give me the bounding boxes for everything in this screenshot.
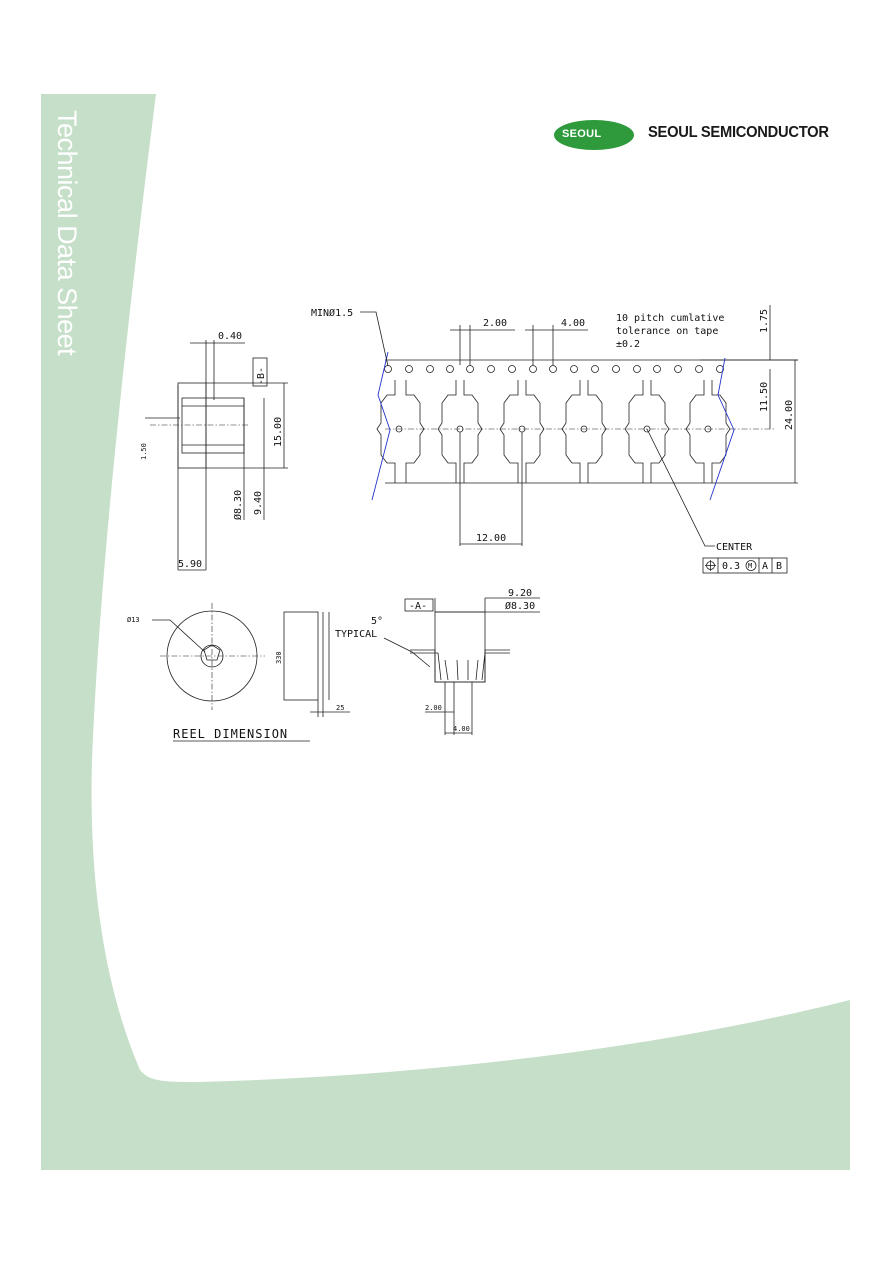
mmc-symbol: M [748, 562, 752, 570]
tolerance-value: 0.3 [722, 561, 740, 572]
company-name: SEOUL SEMICONDUCTOR [648, 124, 829, 141]
edge-offset-label: 1.75 [759, 309, 770, 333]
pocket-400-label: 4.00 [453, 725, 470, 733]
reel-view: Ø13 330 25 REEL DIMENSION [127, 603, 350, 742]
pocket-section-view: 9.20 Ø8.30 -A- 5° TYPICAL 2.00 4.00 [335, 588, 540, 735]
reel-width-label: 25 [336, 704, 344, 712]
logo-oval-icon [554, 120, 634, 150]
pocket-pitch-label: 12.00 [476, 533, 506, 544]
side-diam-label: Ø8.30 [232, 490, 244, 520]
tape-pockets [376, 380, 731, 483]
pocket-920-label: 9.20 [508, 588, 532, 599]
tape-note-line1: 10 pitch cumlative [616, 313, 724, 324]
side-height-label: 15.00 [273, 417, 284, 447]
tolerance-ref-a: A [762, 561, 768, 572]
reel-caption: REEL DIMENSION [173, 727, 288, 741]
side-150-label: 1.50 [140, 443, 148, 460]
sprocket-holes [384, 365, 724, 373]
reel-dia-label: 330 [275, 651, 283, 664]
tolerance-ref-b: B [776, 561, 782, 572]
company-logo: SEOUL [554, 120, 634, 150]
green-panel-shape [41, 94, 850, 1170]
center-offset-label: 11.50 [759, 382, 770, 412]
center-label: CENTER [716, 542, 753, 553]
side-940-label: 9.40 [253, 491, 264, 515]
tape-note-line2: tolerance on tape [616, 326, 718, 337]
tape-width-label: 24.00 [784, 400, 795, 430]
draft-note-label: TYPICAL [335, 629, 377, 640]
draft-angle-label: 5° [371, 616, 383, 627]
pocket-200-label: 2.00 [425, 704, 442, 712]
side-datum-label: -B- [256, 367, 267, 385]
pitch-hole-a-label: 2.00 [483, 318, 507, 329]
side-thickness-label: 0.40 [218, 331, 242, 342]
pocket-datum-label: -A- [409, 601, 427, 612]
tolerance-frame: 0.3 M A B [702, 557, 788, 574]
tape-side-view: 0.40 15.00 -B- Ø8.30 9.40 1.50 5.90 [140, 331, 288, 571]
tape-note-line3: ±0.2 [616, 339, 640, 350]
min-hole-label: MINØ1.5 [311, 307, 353, 319]
side-590-label: 5.90 [178, 559, 202, 570]
pitch-hole-b-label: 4.00 [561, 318, 585, 329]
logo-badge-text: SEOUL [562, 128, 602, 140]
pocket-diam-label: Ø8.30 [505, 600, 535, 612]
reel-hub-label: Ø13 [127, 616, 140, 624]
carrier-tape-view: MINØ1.5 2.00 4.00 10 pitch cumlative tol… [311, 305, 798, 574]
